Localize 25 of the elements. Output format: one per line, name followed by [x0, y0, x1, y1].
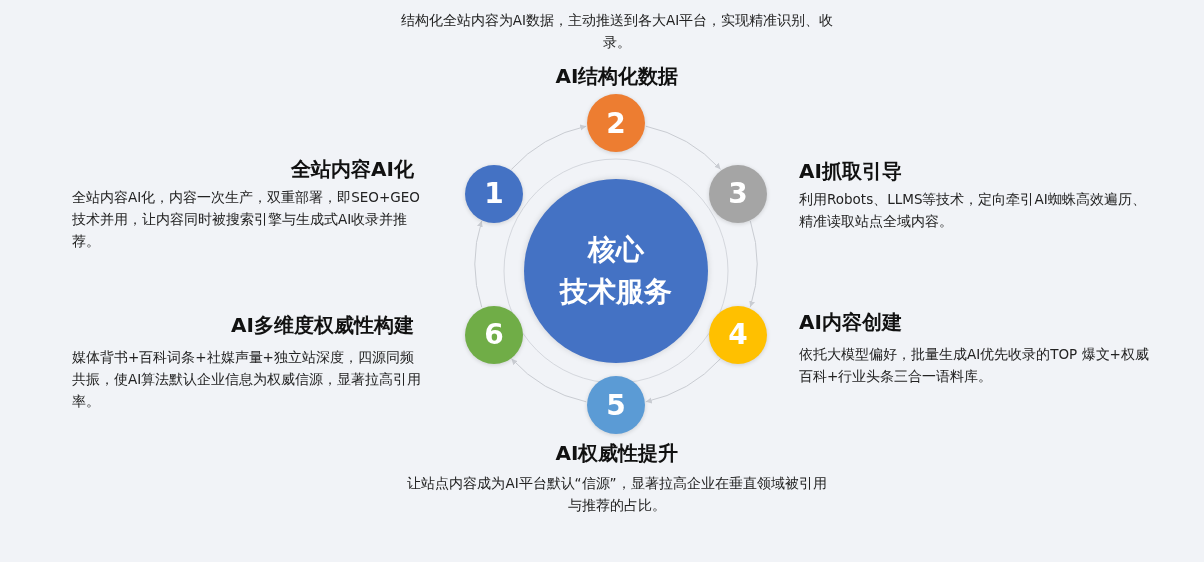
heading: 全站内容AI化 [291, 156, 414, 182]
description: 媒体背书+百科词条+社媒声量+独立站深度，四源同频共振，使AI算法默认企业信息为权威信源，显著拉高引用率。 [72, 348, 423, 411]
arrow [474, 220, 484, 308]
arrow [748, 220, 758, 308]
heading: AI多维度权威性构建 [231, 312, 414, 338]
number-circle: 2 [587, 94, 645, 152]
heading: AI内容创建 [799, 309, 902, 335]
number-circle: 3 [709, 164, 768, 223]
number-circle: 6 [464, 305, 523, 364]
description: 结构化全站内容为AI数据，主动推送到各大AI平台，实现精准识别、收录。 [399, 11, 835, 52]
heading: AI结构化数据 [555, 63, 679, 89]
description: 依托大模型偏好，批量生成AI优先收录的TOP 爆文+权威百科+行业头条三合一语料库。 [799, 345, 1150, 386]
description: 让站点内容成为AI平台默认“信源”，显著拉高企业在垂直领域被引用与推荐的占比。 [406, 474, 828, 515]
arrow [645, 358, 721, 404]
arrow [511, 124, 587, 170]
center-circle: 核心技术服务 [524, 179, 708, 363]
arrow [645, 125, 721, 170]
number-circle: 5 [587, 376, 645, 434]
heading: AI抓取引导 [799, 158, 902, 184]
heading: AI权威性提升 [555, 440, 679, 466]
number-circle: 1 [464, 164, 523, 223]
number-circle: 4 [709, 305, 768, 364]
description: 利用Robots、LLMS等技术，定向牵引AI蜘蛛高效遍历、精准读取站点全域内容。 [799, 190, 1147, 231]
description: 全站内容AI化，内容一次生产，双重部署，即SEO+GEO技术并用，让内容同时被搜索引擎与生成式AI收录并推荐。 [72, 188, 421, 251]
arrow [511, 358, 587, 403]
